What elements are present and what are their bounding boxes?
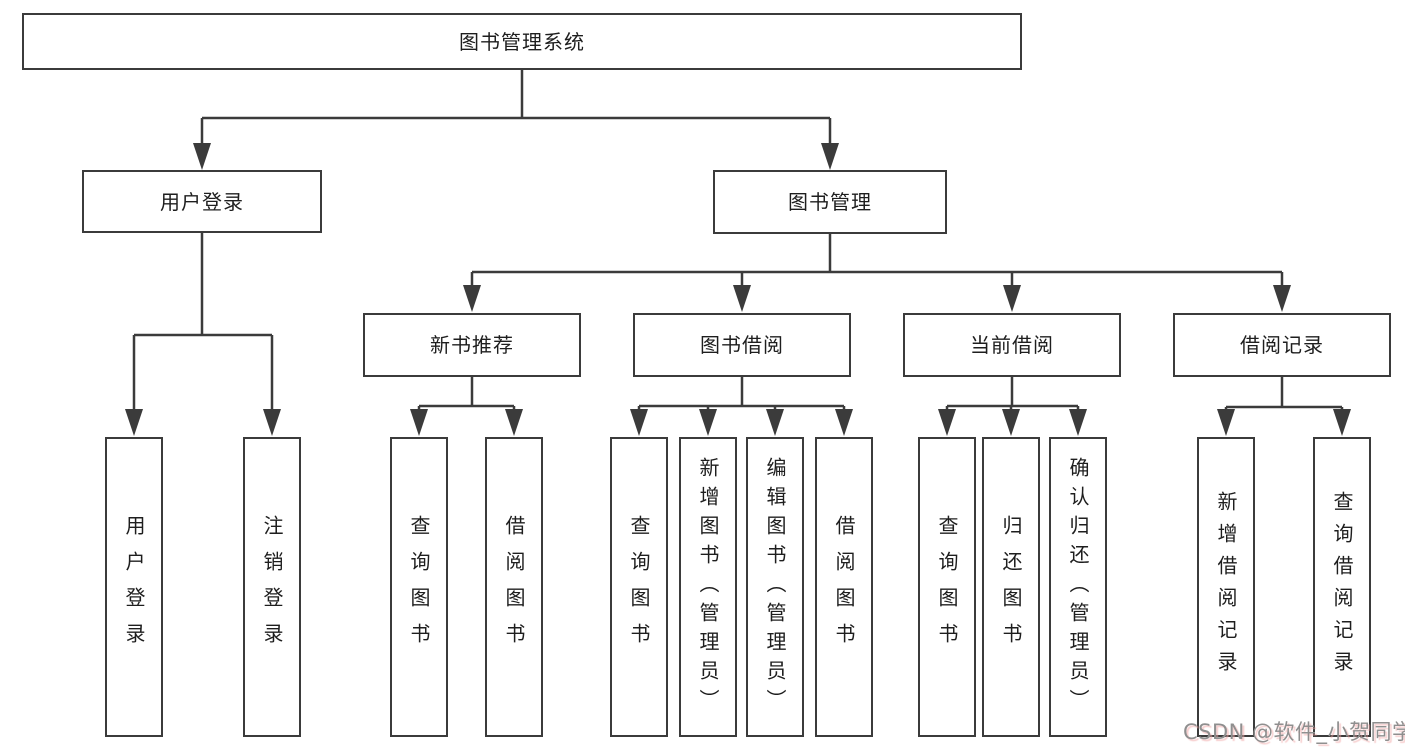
node-book-borrow-label: 图书借阅 bbox=[700, 333, 784, 357]
node-current-borrow-label: 当前借阅 bbox=[970, 333, 1054, 357]
node-book-borrow: 图书借阅 bbox=[633, 313, 851, 377]
leaf-return-book: 归还图书 bbox=[982, 437, 1040, 737]
leaf-query-books-recommend-label: 查询图书 bbox=[407, 515, 431, 659]
leaf-confirm-return-admin-label: 确认归还（管理员） bbox=[1066, 456, 1090, 718]
node-book-management-label: 图书管理 bbox=[788, 190, 872, 214]
leaf-borrow-books-recommend: 借阅图书 bbox=[485, 437, 543, 737]
node-user-login: 用户登录 bbox=[82, 170, 322, 233]
leaf-user-login: 用户登录 bbox=[105, 437, 163, 737]
leaf-query-books-current-label: 查询图书 bbox=[935, 515, 959, 659]
leaf-return-book-label: 归还图书 bbox=[999, 515, 1023, 659]
node-current-borrow: 当前借阅 bbox=[903, 313, 1121, 377]
leaf-query-books-borrow: 查询图书 bbox=[610, 437, 668, 737]
leaf-add-book-admin: 新增图书（管理员） bbox=[679, 437, 737, 737]
leaf-query-borrow-record: 查询借阅记录 bbox=[1313, 437, 1371, 737]
leaf-edit-book-admin: 编辑图书（管理员） bbox=[746, 437, 804, 737]
leaf-query-books-recommend: 查询图书 bbox=[390, 437, 448, 737]
node-borrow-records-label: 借阅记录 bbox=[1240, 333, 1324, 357]
leaf-borrow-books-recommend-label: 借阅图书 bbox=[502, 515, 526, 659]
node-borrow-records: 借阅记录 bbox=[1173, 313, 1391, 377]
leaf-confirm-return-admin: 确认归还（管理员） bbox=[1049, 437, 1107, 737]
leaf-query-books-current: 查询图书 bbox=[918, 437, 976, 737]
node-root-label: 图书管理系统 bbox=[459, 29, 585, 54]
leaf-add-borrow-record-label: 新增借阅记录 bbox=[1214, 491, 1238, 683]
node-new-book-recommend: 新书推荐 bbox=[363, 313, 581, 377]
leaf-add-borrow-record: 新增借阅记录 bbox=[1197, 437, 1255, 737]
leaf-logout: 注销登录 bbox=[243, 437, 301, 737]
leaf-user-login-label: 用户登录 bbox=[122, 515, 146, 659]
leaf-query-books-borrow-label: 查询图书 bbox=[627, 515, 651, 659]
leaf-add-book-admin-label: 新增图书（管理员） bbox=[696, 456, 720, 718]
leaf-edit-book-admin-label: 编辑图书（管理员） bbox=[763, 456, 787, 718]
arrowheads bbox=[125, 143, 1351, 436]
leaf-logout-label: 注销登录 bbox=[260, 515, 284, 659]
node-book-management: 图书管理 bbox=[713, 170, 947, 234]
watermark: CSDN @软件_小贺同学 bbox=[1183, 720, 1405, 744]
leaf-borrow-books-2: 借阅图书 bbox=[815, 437, 873, 737]
node-new-book-recommend-label: 新书推荐 bbox=[430, 333, 514, 357]
leaf-query-borrow-record-label: 查询借阅记录 bbox=[1330, 491, 1354, 683]
node-user-login-label: 用户登录 bbox=[160, 189, 244, 214]
node-root: 图书管理系统 bbox=[22, 13, 1022, 70]
leaf-borrow-books-2-label: 借阅图书 bbox=[832, 515, 856, 659]
